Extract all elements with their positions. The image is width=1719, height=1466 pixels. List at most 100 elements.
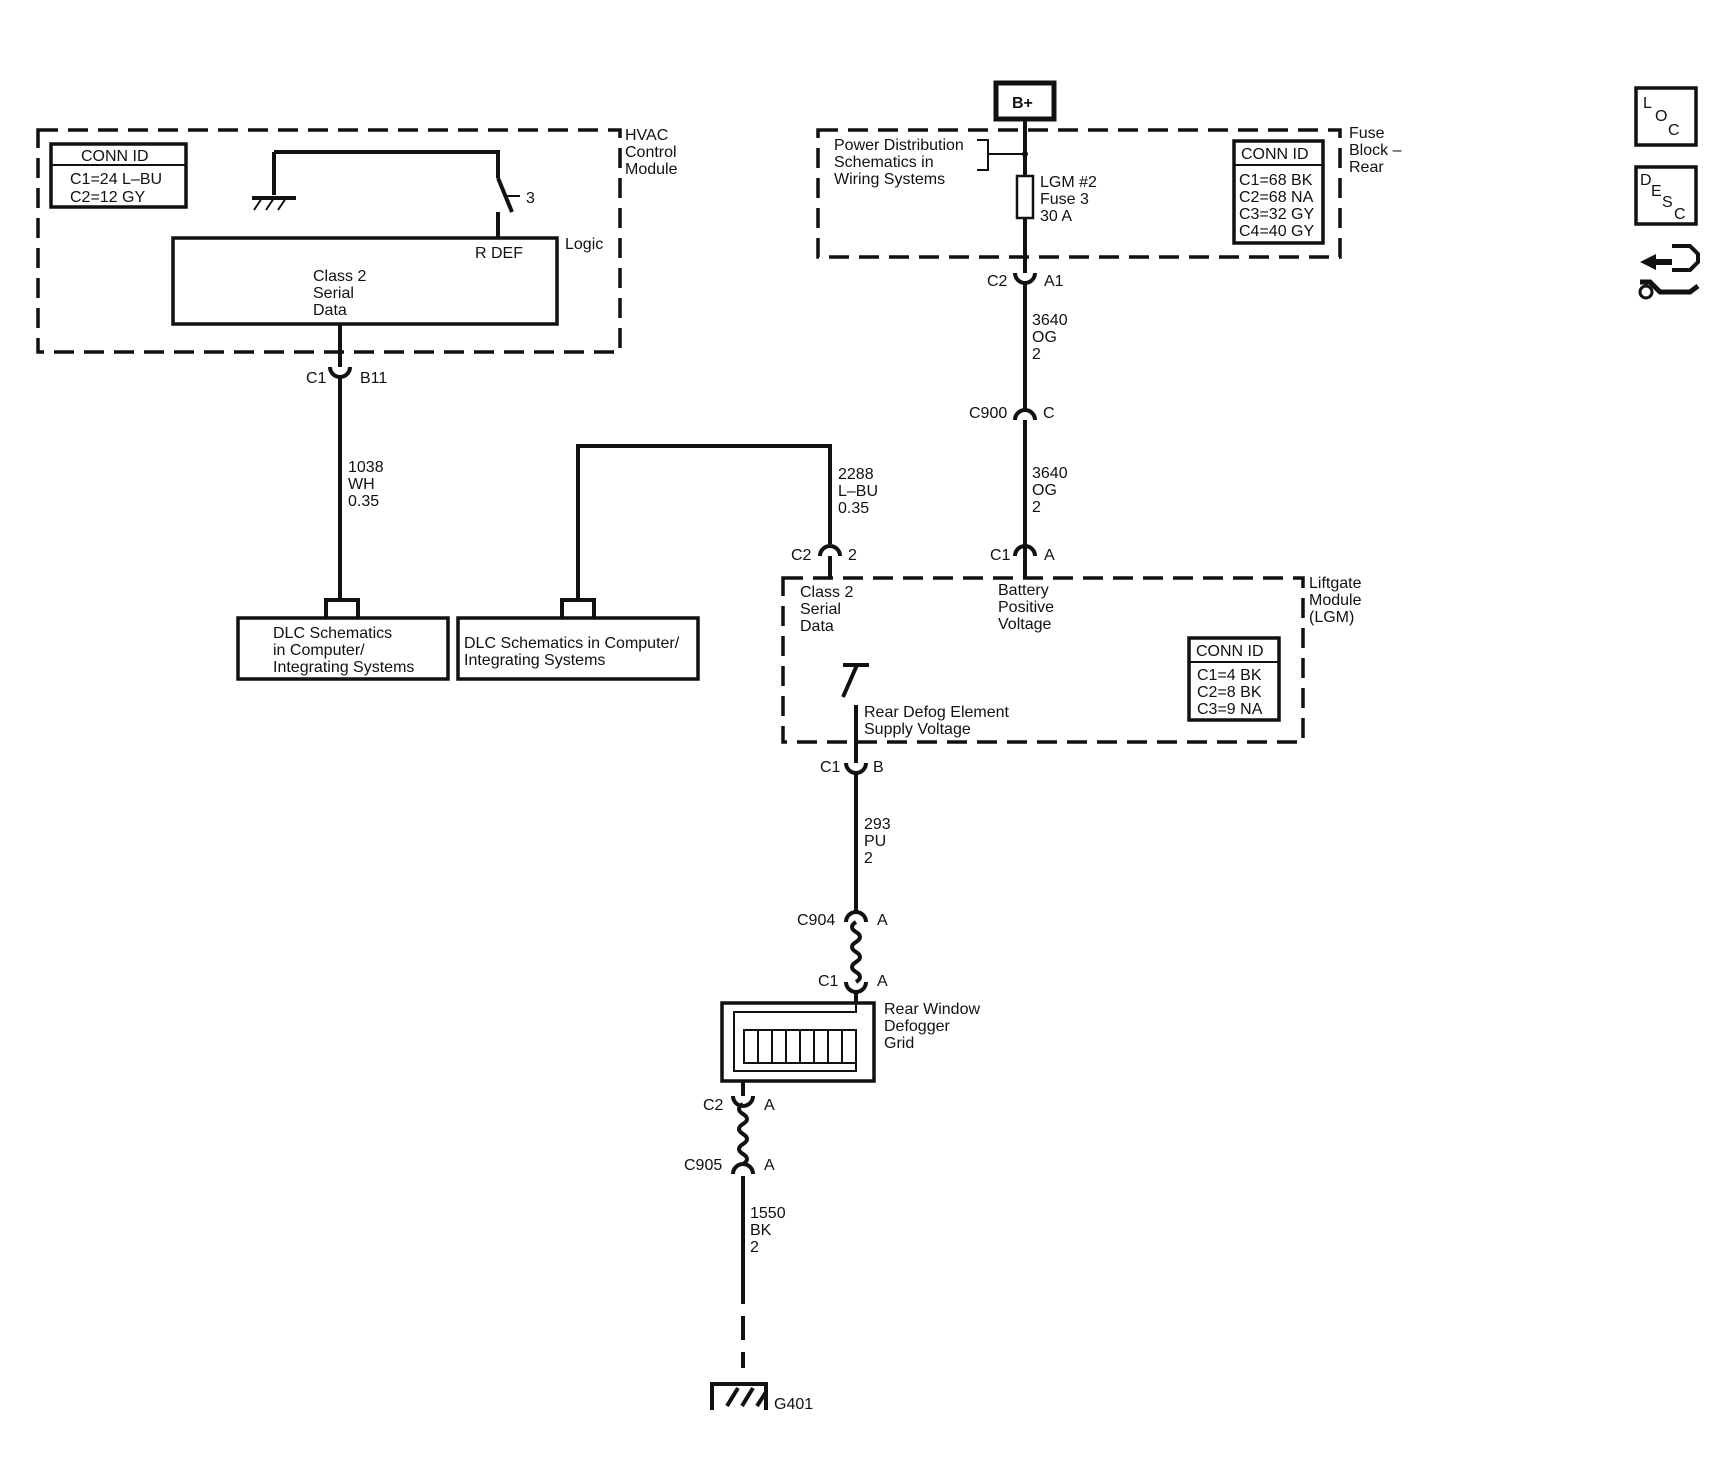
ground-icon: [710, 1382, 768, 1410]
dlc-left-line-1: DLC Schematics: [273, 625, 392, 642]
dlc-right-line-1: DLC Schematics in Computer/: [464, 635, 680, 652]
desc-letter-e: E: [1651, 183, 1662, 200]
dlc-left-line-3: Integrating Systems: [273, 659, 414, 676]
defog-relay-switch-icon: [841, 663, 869, 742]
lgm-conn-c1: C1=4 BK: [1197, 667, 1262, 684]
connector-grid-c1-pin: A: [877, 973, 888, 990]
wire-3640a-size: 2: [1032, 346, 1041, 363]
dlc-right-reference[interactable]: DLC Schematics in Computer/ Integrating …: [456, 598, 700, 681]
connector-lgm-c1-a: C1 A: [990, 544, 1055, 564]
fuse-number: Fuse 3: [1040, 191, 1089, 208]
dlc-left-line-2: in Computer/: [273, 642, 365, 659]
lgm-serial-3: Data: [800, 618, 834, 635]
desc-letter-d: D: [1640, 172, 1652, 189]
wire-293-circuit: 293: [864, 816, 891, 833]
loc-letter-c: C: [1668, 122, 1680, 139]
lgm-battery-1: Battery: [998, 582, 1049, 599]
dlc-left-reference[interactable]: DLC Schematics in Computer/ Integrating …: [236, 598, 450, 681]
lgm-serial-2: Serial: [800, 601, 841, 618]
hvac-serial-3: Data: [313, 302, 347, 319]
connector-lgm-c1b-pin: B: [873, 759, 884, 776]
connector-hvac-c1-id: C1: [306, 370, 327, 387]
hvac-control-module: HVAC Control Module CONN ID C1=24 L–BU C…: [36, 127, 678, 354]
desc-icon[interactable]: D E S C: [1634, 165, 1698, 226]
hvac-conn-c1: C1=24 L–BU: [70, 171, 162, 188]
connector-lgm-c1b-id: C1: [820, 759, 841, 776]
connector-hvac-c1: C1 B11: [306, 366, 387, 387]
fuse-name: LGM #2: [1040, 174, 1097, 191]
hvac-name-2: Control: [625, 144, 677, 161]
wire-1550: 1550 BK 2: [750, 1205, 786, 1256]
lgm-name-3: (LGM): [1309, 609, 1354, 626]
wire-3640-upper: 3640 OG 2: [1032, 312, 1068, 363]
fuse-rating: 30 A: [1040, 208, 1072, 225]
connector-c905: C905 A: [684, 1157, 775, 1175]
loc-icon[interactable]: L O C: [1634, 86, 1698, 147]
pd-ref-line-1: Power Distribution: [834, 137, 964, 154]
lgm-defog-1: Rear Defog Element: [864, 704, 1010, 721]
lgm-conn-id-table: CONN ID C1=4 BK C2=8 BK C3=9 NA: [1187, 636, 1281, 722]
wire-3640a-color: OG: [1032, 329, 1057, 346]
connector-grid-c1: C1 A: [818, 973, 888, 994]
loc-letter-l: L: [1643, 95, 1652, 112]
connector-fb-c2-id: C2: [987, 273, 1008, 290]
loc-letter-o: O: [1655, 108, 1667, 125]
pd-ref-line-3: Wiring Systems: [834, 171, 945, 188]
wire-2288: 2288 L–BU 0.35: [838, 466, 878, 517]
wire-3640-lower: 3640 OG 2: [1032, 465, 1068, 516]
wire-1038-color: WH: [348, 476, 375, 493]
grid-name-2: Defogger: [884, 1018, 950, 1035]
pd-ref-line-2: Schematics in: [834, 154, 934, 171]
connector-lgm-c1a-pin: A: [1044, 547, 1055, 564]
connector-c905-pin: A: [764, 1157, 775, 1174]
connector-grid-c2-pin: A: [764, 1097, 775, 1114]
rear-window-defogger-grid: Rear Window Defogger Grid: [720, 1001, 980, 1083]
hvac-serial-1: Class 2: [313, 268, 366, 285]
fuse-block-conn-id-table: CONN ID C1=68 BK C2=68 NA C3=32 GY C4=40…: [1232, 139, 1325, 245]
connector-c900-pin: C: [1043, 405, 1055, 422]
dlc-right-line-2: Integrating Systems: [464, 652, 605, 669]
wire-1038-circuit: 1038: [348, 459, 384, 476]
connector-fuse-block-c2: C2 A1: [987, 272, 1064, 290]
wire-2288-circuit: 2288: [838, 466, 874, 483]
lgm-name-1: Liftgate: [1309, 575, 1362, 592]
battery-positive-source: B+: [993, 80, 1057, 122]
hvac-switch-pin: 3: [526, 190, 535, 207]
power-distribution-reference[interactable]: Power Distribution Schematics in Wiring …: [834, 137, 1028, 188]
hvac-rdef-label: R DEF: [475, 245, 523, 262]
fuse-block-conn-id-title: CONN ID: [1241, 146, 1309, 163]
fuse-block-conn-c1: C1=68 BK: [1239, 172, 1313, 189]
connector-lgm-c2-pin: 2: [848, 547, 857, 564]
wire-3640b-circuit: 3640: [1032, 465, 1068, 482]
connector-hvac-c1-pin: B11: [360, 370, 387, 387]
lgm-serial-1: Class 2: [800, 584, 853, 601]
wire-1550-size: 2: [750, 1239, 759, 1256]
wire-1550-circuit: 1550: [750, 1205, 786, 1222]
lgm-conn-id-title: CONN ID: [1196, 643, 1264, 660]
connector-grid-c2-id: C2: [703, 1097, 724, 1114]
connector-fb-c2-pin: A1: [1044, 273, 1064, 290]
lgm-conn-c2: C2=8 BK: [1197, 684, 1262, 701]
ground-g401: G401: [710, 1382, 813, 1413]
lgm-name-2: Module: [1309, 592, 1362, 609]
connector-lgm-c2-id: C2: [791, 547, 812, 564]
hvac-conn-id-table: CONN ID C1=24 L–BU C2=12 GY: [49, 142, 188, 209]
fuse-block-name-3: Rear: [1349, 159, 1384, 176]
hvac-name-1: HVAC: [625, 127, 668, 144]
wire-293: 293 PU 2: [864, 816, 891, 867]
fuse-block-conn-c2: C2=68 NA: [1239, 189, 1314, 206]
grid-name-3: Grid: [884, 1035, 914, 1052]
liftgate-module: Liftgate Module (LGM) Class 2 Serial Dat…: [781, 575, 1362, 744]
connector-c900: C900 C: [969, 405, 1055, 422]
fuse-icon: [1015, 174, 1035, 220]
hvac-logic-label: Logic: [565, 236, 603, 253]
coil-c905-icon: [737, 1102, 749, 1166]
connector-c900-id: C900: [969, 405, 1007, 422]
diagnostic-tool-icon[interactable]: [1638, 244, 1700, 300]
hvac-conn-c2: C2=12 GY: [70, 189, 145, 206]
defogger-grid-icon: [733, 1003, 857, 1072]
bplus-label: B+: [1012, 95, 1033, 112]
fuse-block-conn-c4: C4=40 GY: [1239, 223, 1314, 240]
wire-2288-size: 0.35: [838, 500, 869, 517]
